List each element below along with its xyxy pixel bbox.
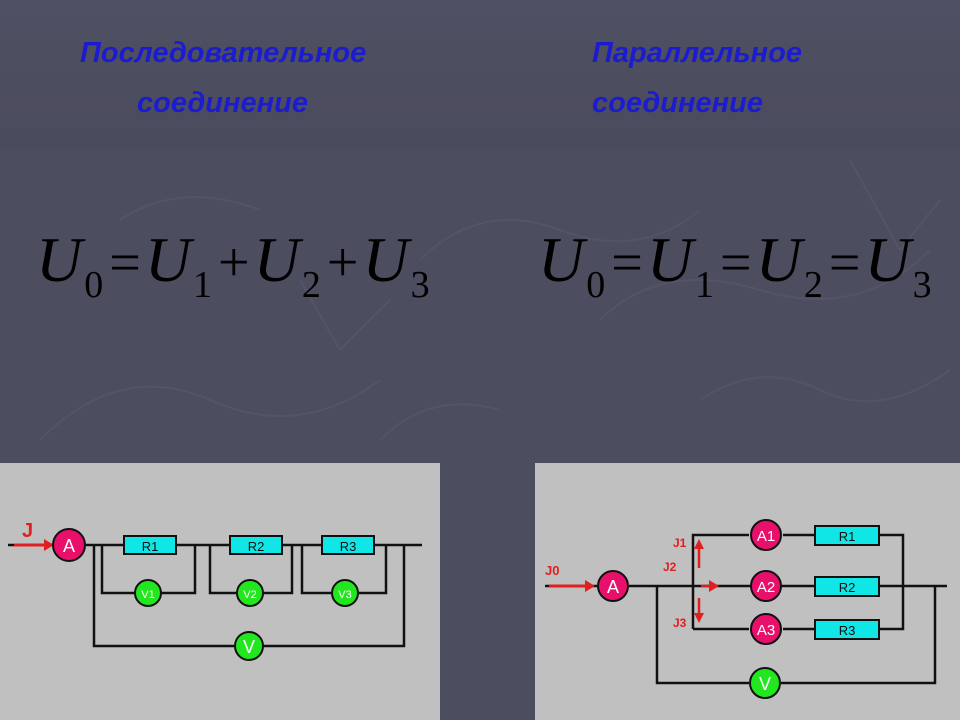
- series-circuit-svg: J A R1 R2 R3 V1 V2 V3: [8, 520, 422, 661]
- formula-term-symbol: U: [755, 224, 802, 295]
- parallel-heading-line-1: Параллельное: [592, 37, 802, 69]
- formula-operator: =: [611, 232, 643, 294]
- formula-term-symbol: U: [362, 224, 409, 295]
- formula-operator: +: [218, 232, 250, 294]
- parallel-connection-heading: Параллельное соединение: [592, 28, 812, 128]
- formula-term-subscript: 1: [695, 264, 715, 306]
- branch-ammeter-a1: A1: [750, 519, 782, 551]
- parallel-voltmeter-label: V: [759, 674, 771, 694]
- series-voltmeter-v2-label: V2: [243, 589, 256, 601]
- series-circuit-diagram: J A R1 R2 R3 V1 V2 V3: [0, 463, 440, 720]
- parallel-resistor-r2: R2: [814, 576, 880, 597]
- series-heading-line-1: Последовательное: [80, 37, 367, 69]
- series-ammeter: A: [52, 528, 86, 562]
- series-voltage-formula: U0=U1+U2+U3: [36, 228, 436, 305]
- series-voltmeter-v1: V1: [134, 579, 162, 607]
- formula-term-symbol: U: [538, 224, 585, 295]
- series-total-voltmeter: V: [234, 631, 264, 661]
- formula-term-subscript: 2: [803, 264, 823, 306]
- formula-term-symbol: U: [253, 224, 300, 295]
- parallel-resistor-r3-label: R3: [839, 623, 856, 638]
- parallel-resistor-r1: R1: [814, 525, 880, 546]
- formula-term-symbol: U: [144, 224, 192, 295]
- branch-current-label-1: J1: [673, 536, 687, 550]
- formula-term-subscript: 3: [410, 264, 430, 306]
- series-connection-heading: Последовательное соединение: [80, 28, 367, 128]
- branch-ammeter-a2-label: A2: [757, 579, 775, 596]
- branch-current-arrows: [694, 539, 719, 623]
- series-resistor-r2: R2: [229, 535, 283, 555]
- series-voltmeter-v3: V3: [331, 579, 359, 607]
- series-total-voltmeter-label: V: [243, 637, 255, 657]
- formula-operator: +: [326, 232, 359, 294]
- parallel-resistor-r1-label: R1: [839, 529, 856, 544]
- series-voltmeter-v1-label: V1: [141, 589, 154, 601]
- branch-ammeter-a3-label: A3: [757, 622, 775, 639]
- parallel-wires: [545, 533, 947, 685]
- parallel-circuit-diagram: J0 A J1 J2 J3 A1 A2 A3: [535, 463, 960, 720]
- parallel-heading-line-2: соединение: [592, 87, 763, 119]
- formula-operator: =: [720, 232, 752, 294]
- branch-ammeter-a2: A2: [750, 570, 782, 602]
- formula-term-symbol: U: [646, 224, 694, 295]
- parallel-total-current-label: J0: [545, 563, 559, 578]
- series-heading-line-2: соединение: [137, 87, 308, 119]
- formula-term-symbol: U: [36, 224, 83, 295]
- parallel-total-ammeter: A: [597, 570, 629, 602]
- series-ammeter-label: A: [63, 536, 75, 556]
- series-voltmeter-v3-label: V3: [338, 589, 351, 601]
- series-resistor-r3: R3: [321, 535, 375, 555]
- parallel-voltage-formula: U0=U1=U2=U3: [538, 228, 938, 305]
- parallel-voltmeter: V: [749, 667, 781, 699]
- series-current-arrow: J: [14, 520, 54, 551]
- formula-operator: =: [109, 232, 141, 294]
- branch-ammeter-a1-label: A1: [757, 528, 775, 545]
- branch-current-label-2: J2: [663, 560, 677, 574]
- series-current-label: J: [22, 520, 33, 542]
- series-resistor-r3-label: R3: [340, 539, 357, 554]
- series-resistor-r2-label: R2: [248, 539, 265, 554]
- slide-header-band: [0, 0, 960, 150]
- parallel-total-current-arrow: J0: [545, 563, 595, 592]
- parallel-circuit-svg: J0 A J1 J2 J3 A1 A2 A3: [545, 519, 947, 699]
- formula-term-symbol: U: [864, 224, 911, 295]
- parallel-total-ammeter-label: A: [607, 577, 619, 597]
- branch-current-label-3: J3: [673, 616, 687, 630]
- formula-operator: =: [828, 232, 861, 294]
- formula-term-subscript: 1: [193, 264, 213, 306]
- parallel-resistor-r3: R3: [814, 619, 880, 640]
- branch-ammeter-a3: A3: [750, 613, 782, 645]
- formula-term-subscript: 0: [84, 264, 104, 306]
- formula-term-subscript: 0: [586, 264, 606, 306]
- formula-term-subscript: 3: [912, 264, 932, 306]
- series-resistor-r1: R1: [123, 535, 177, 555]
- formula-term-subscript: 2: [301, 264, 321, 306]
- series-voltmeter-v2: V2: [236, 579, 264, 607]
- parallel-resistor-r2-label: R2: [839, 580, 856, 595]
- series-resistor-r1-label: R1: [142, 539, 159, 554]
